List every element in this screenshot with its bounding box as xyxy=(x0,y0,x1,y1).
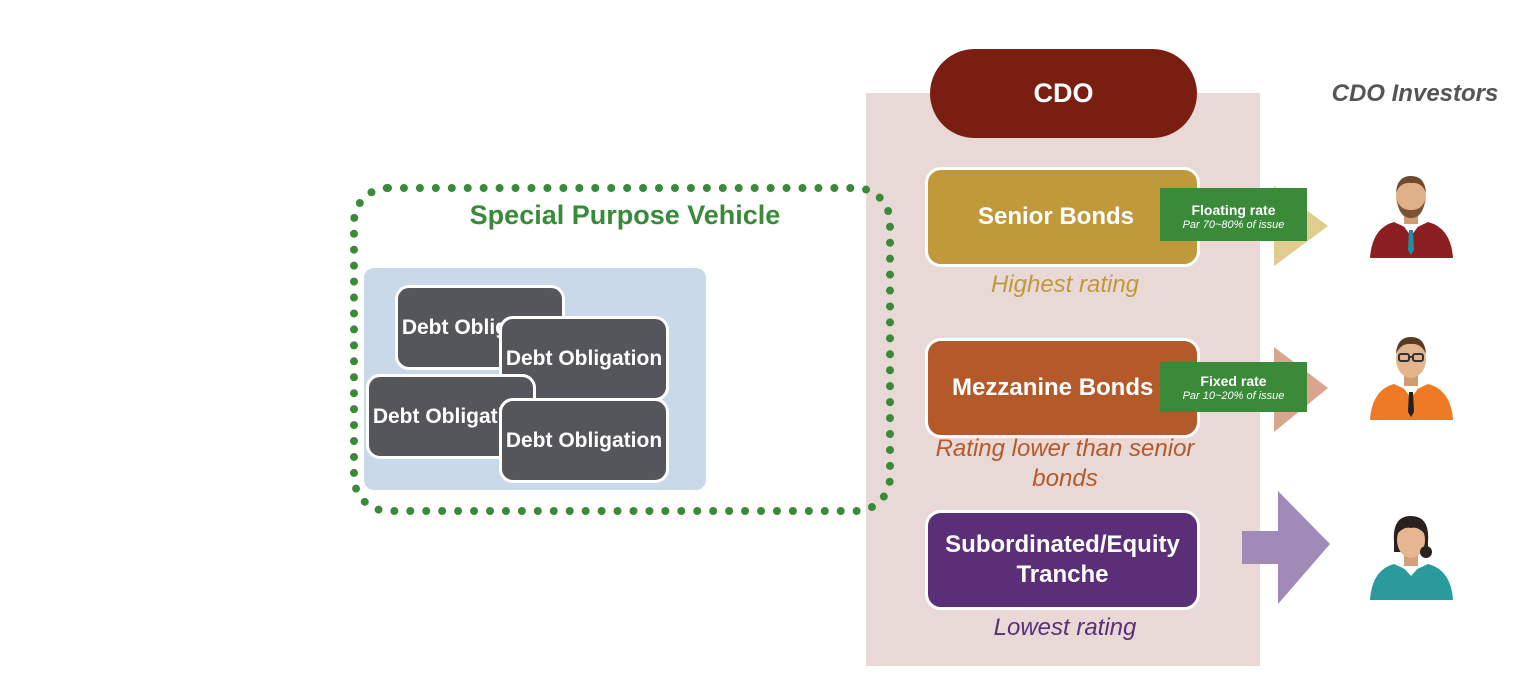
badge-detail: Par 70~80% of issue xyxy=(1182,219,1285,231)
debt-obligation-box: Debt Obligation xyxy=(499,398,669,483)
debt-label: Debt Obligation xyxy=(505,429,663,452)
cdo-header: CDO xyxy=(930,49,1197,138)
investor-man-beard-icon xyxy=(1370,176,1453,258)
rating-mezzanine: Rating lower than senior bonds xyxy=(935,435,1195,492)
arrow-equity-icon xyxy=(1242,491,1330,604)
rating-equity: Lowest rating xyxy=(993,614,1137,641)
debt-label: Debt Obligation xyxy=(372,405,530,428)
badge-fixed-rate: Fixed rate Par 10~20% of issue xyxy=(1160,362,1307,412)
tranche-label: Subordinated/Equity Tranche xyxy=(945,531,1180,588)
tranche-label: Mezzanine Bonds xyxy=(952,374,1154,401)
tranche-mezzanine-bonds: Mezzanine Bonds xyxy=(925,338,1200,438)
investor-woman-icon xyxy=(1370,516,1453,600)
badge-title: Fixed rate xyxy=(1200,373,1267,389)
badge-title: Floating rate xyxy=(1191,202,1276,218)
tranche-senior-bonds: Senior Bonds xyxy=(925,167,1200,267)
rating-senior: Highest rating xyxy=(990,271,1140,298)
debt-label: Debt Obligation xyxy=(505,347,663,370)
investor-man-glasses-icon xyxy=(1370,337,1453,420)
badge-detail: Par 10~20% of issue xyxy=(1182,390,1285,402)
spv-title: Special Purpose Vehicle xyxy=(469,200,781,230)
investors-title: CDO Investors xyxy=(1331,80,1499,107)
spv-boundary xyxy=(350,184,894,515)
tranche-equity: Subordinated/Equity Tranche xyxy=(925,510,1200,610)
tranche-label: Senior Bonds xyxy=(978,203,1135,230)
badge-floating-rate: Floating rate Par 70~80% of issue xyxy=(1160,188,1307,241)
